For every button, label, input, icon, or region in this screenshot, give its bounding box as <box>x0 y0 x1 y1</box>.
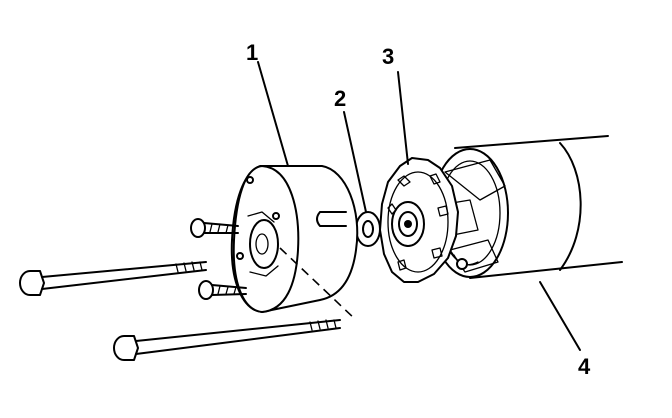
through-bolt-upper <box>19 261 207 296</box>
callout-3: 3 <box>382 44 395 69</box>
leader-line-2 <box>343 111 367 213</box>
through-bolt-lower <box>113 319 341 361</box>
motor-housing <box>431 135 623 279</box>
small-screw-upper <box>190 218 239 238</box>
callout-2: 2 <box>334 86 347 111</box>
brush-holder-assembly <box>379 157 459 283</box>
callout-1: 1 <box>246 40 259 65</box>
end-frame-cover <box>230 165 359 313</box>
washer <box>355 211 381 247</box>
leader-line-3 <box>397 71 409 165</box>
callout-4: 4 <box>578 354 591 379</box>
alignment-line <box>279 247 357 321</box>
leader-line-1 <box>257 61 289 167</box>
leader-line-4 <box>539 281 581 351</box>
small-screw-lower <box>198 280 247 300</box>
